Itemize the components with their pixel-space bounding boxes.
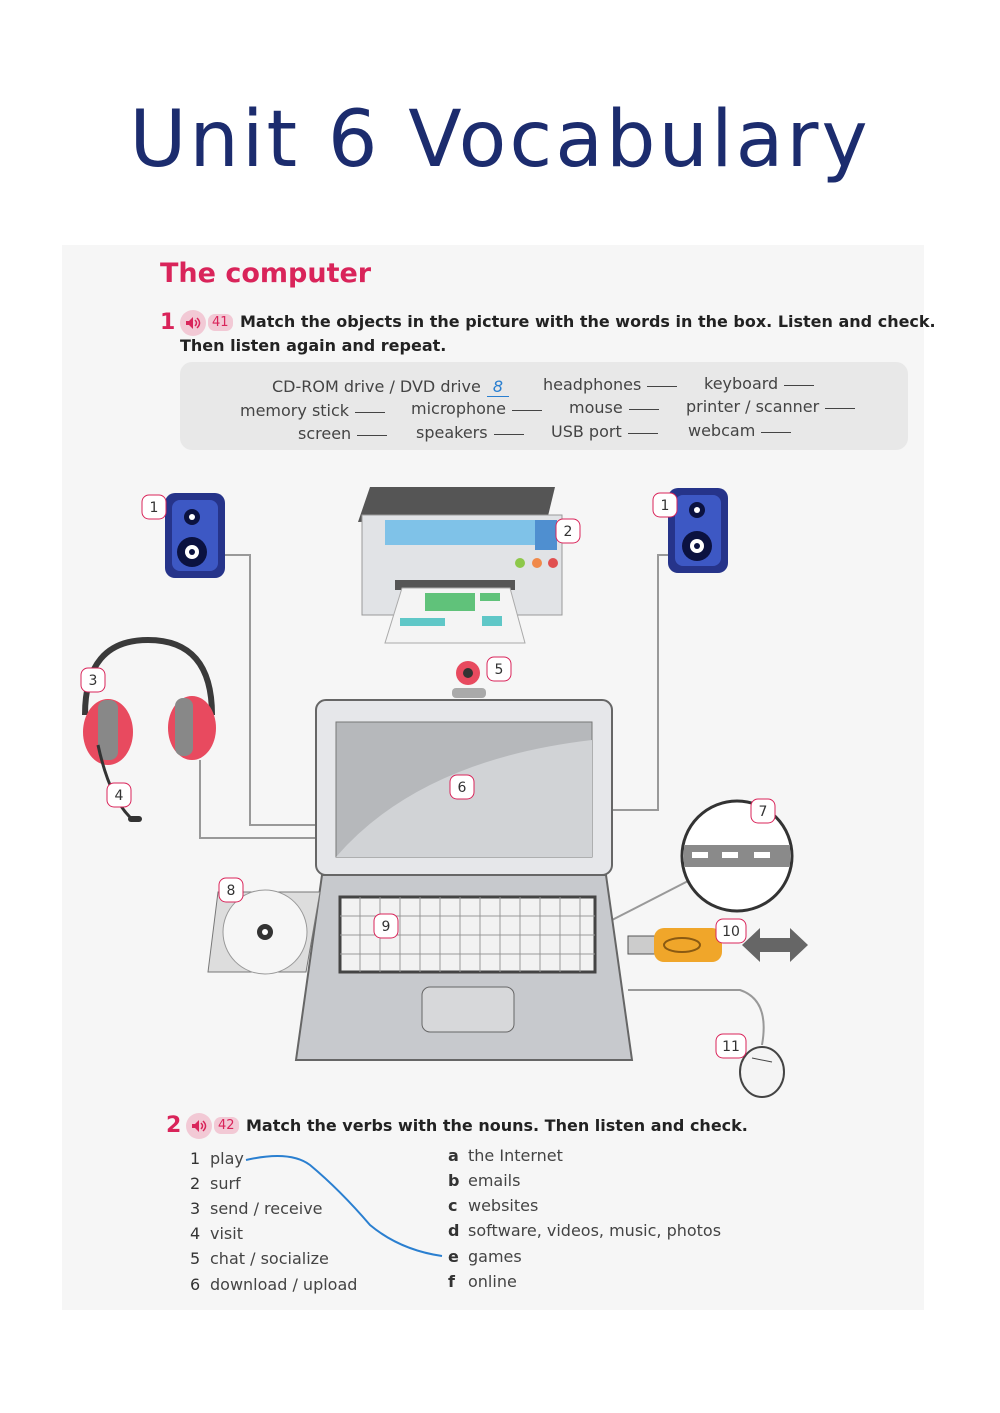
usb-cable [611, 879, 691, 921]
callout-1: 1 [141, 494, 167, 520]
word-item: memory stick [240, 401, 386, 420]
svg-text:10: 10 [722, 924, 740, 940]
callout-8: 8 [218, 877, 244, 903]
exercise-2-number: 2 [166, 1113, 182, 1138]
answer-blank[interactable] [784, 385, 815, 386]
mouse-cable [628, 989, 765, 1046]
word-item: mouse [569, 398, 659, 417]
webcam-icon [452, 661, 486, 698]
word-item: microphone [411, 399, 542, 418]
audio-icon[interactable] [186, 1113, 212, 1139]
page-title: Unit 6 Vocabulary [129, 95, 871, 185]
answer-blank[interactable] [355, 412, 386, 413]
word-item: keyboard [704, 374, 815, 393]
computer-illustration: 1 2 1 3 4 5 6 7 8 9 10 11 [80, 487, 808, 1098]
answer-blank[interactable] [761, 432, 792, 433]
svg-text:3: 3 [89, 673, 98, 689]
answer-blank[interactable] [493, 434, 524, 435]
exercise-2-instruction: Match the verbs with the nouns. Then lis… [246, 1116, 748, 1135]
svg-text:1: 1 [661, 498, 670, 514]
headphone-cable [199, 760, 318, 839]
callout-6: 6 [449, 774, 475, 800]
speaker-right-icon [668, 488, 728, 573]
dvd-drive-icon [207, 889, 321, 975]
word-item: webcam [688, 421, 792, 440]
word-item: speakers [416, 423, 524, 442]
section-title: The computer [160, 258, 372, 289]
callout-11: 11 [715, 1033, 747, 1059]
callout-5: 5 [486, 656, 512, 682]
callout-3: 3 [80, 667, 106, 693]
mouse-icon [739, 1046, 785, 1098]
callout-1: 1 [652, 492, 678, 518]
exercise-1-instruction-2: Then listen again and repeat. [180, 336, 447, 355]
answer-blank[interactable] [627, 433, 658, 434]
svg-text:1: 1 [150, 500, 159, 516]
memory-stick-icon [627, 928, 808, 962]
answer-input[interactable]: 8 [486, 377, 509, 397]
printer-scanner-icon [358, 487, 563, 644]
answer-blank[interactable] [628, 409, 659, 410]
answer-blank[interactable] [825, 408, 856, 409]
exercise-1-instruction: Match the objects in the picture with th… [240, 312, 936, 331]
speaker-left-icon [165, 493, 225, 578]
track-number: 41 [208, 314, 233, 331]
svg-text:5: 5 [495, 662, 504, 678]
word-box [180, 362, 908, 450]
svg-text:7: 7 [759, 804, 768, 820]
callout-10: 10 [715, 918, 747, 944]
callout-2: 2 [555, 518, 581, 544]
callout-4: 4 [106, 782, 132, 808]
word-item: USB port [551, 422, 658, 441]
audio-icon[interactable] [180, 310, 206, 336]
svg-text:4: 4 [115, 788, 124, 804]
svg-text:11: 11 [722, 1039, 740, 1055]
track-number: 42 [214, 1117, 239, 1134]
svg-text:6: 6 [458, 780, 467, 796]
svg-text:8: 8 [227, 883, 236, 899]
word-item: headphones [543, 375, 678, 394]
speaker-cable [612, 554, 668, 811]
exercise-1-number: 1 [160, 310, 176, 335]
answer-blank[interactable] [511, 410, 542, 411]
speaker-cable [225, 554, 318, 826]
word-item: printer / scanner [686, 397, 856, 416]
answer-blank[interactable] [357, 435, 388, 436]
usb-port-icon [680, 799, 794, 913]
svg-text:9: 9 [382, 919, 391, 935]
word-item: screen [298, 424, 388, 443]
callout-7: 7 [750, 798, 776, 824]
svg-text:2: 2 [564, 524, 573, 540]
answer-blank[interactable] [647, 386, 678, 387]
callout-9: 9 [373, 913, 399, 939]
